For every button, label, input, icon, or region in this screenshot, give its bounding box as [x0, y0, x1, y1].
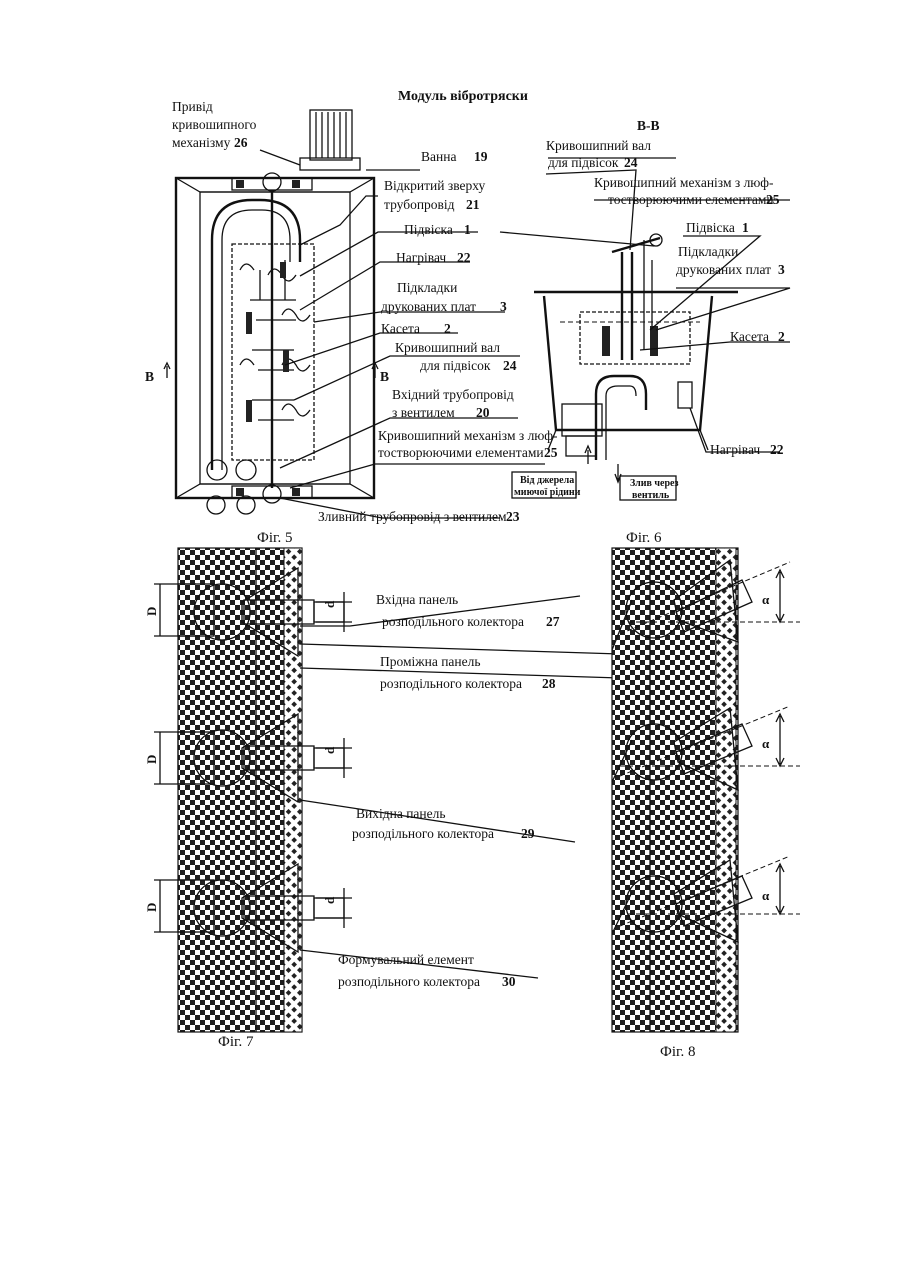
fig6-label-crankshaft-2: для підвісок: [548, 155, 619, 170]
fig7-dim-D-1: D: [144, 607, 159, 616]
motor-icon: [300, 110, 360, 170]
fig6-label-pads-1: Підкладки: [678, 244, 738, 259]
label-drain-num: 23: [506, 509, 520, 524]
section-mark-left: В: [145, 369, 154, 384]
fig7-label-input-1: Вхідна панель: [376, 592, 458, 607]
label-crank-mech-2: тостворюючими елементами: [378, 445, 544, 460]
label-drive-1: Привід: [172, 99, 213, 114]
label-pads-num: 3: [500, 299, 507, 314]
fig7-dim-D-3: D: [144, 903, 159, 912]
label-crank-mech-1: Кривошипний механізм з люф-: [378, 428, 558, 443]
fig7-caption: Фіг. 7: [218, 1034, 254, 1050]
fig6-label-cassette-num: 2: [778, 329, 785, 344]
label-crank-mech-num: 25: [544, 445, 558, 460]
fig6-label-drain-1: Злив через: [630, 478, 679, 489]
fig6-label-crankshaft-num: 24: [624, 155, 638, 170]
fig6-label-heater: Нагрівач: [710, 442, 760, 457]
fig6-label-crank-mech-1: Кривошипний механізм з люф-: [594, 175, 774, 190]
fig7-dim-D-2: D: [144, 755, 159, 764]
label-inlet-num: 20: [476, 405, 490, 420]
fig7-dim-d-1: d: [322, 600, 337, 608]
label-heater-num: 22: [457, 250, 471, 265]
label-pads-1: Підкладки: [397, 280, 457, 295]
fig6-label-crank-mech-num: 25: [766, 192, 780, 207]
fig7-label-inter-1: Проміжна панель: [380, 654, 481, 669]
bath-outer: [176, 178, 374, 498]
fig6-labels: В-В Кривошипний вал для підвісок 24 Крив…: [514, 118, 785, 546]
fig8-drawing: [612, 548, 800, 1032]
fig6-label-source-2: миючої рідини: [514, 487, 581, 498]
fig7-label-form-2: розподільного колектора: [338, 974, 480, 989]
fig8-caption: Фіг. 8: [660, 1044, 695, 1060]
label-open-pipe-1: Відкритий зверху: [384, 178, 485, 193]
fig7-label-input-num: 27: [546, 614, 560, 629]
fig7-label-input-2: розподільного колектора: [382, 614, 524, 629]
fig5-caption: Фіг. 5: [257, 530, 292, 546]
fig7-label-output-1: Вихідна панель: [356, 806, 446, 821]
label-crankshaft-1: Кривошипний вал: [395, 340, 500, 355]
label-drive-num: 26: [234, 135, 248, 150]
label-hanger-num: 1: [464, 222, 471, 237]
label-hanger: Підвіска: [404, 222, 453, 237]
label-open-pipe-num: 21: [466, 197, 480, 212]
fig7-label-output-num: 29: [521, 826, 535, 841]
label-pads-2: друкованих плат: [381, 299, 476, 314]
fig7-dim-d-2: d: [322, 746, 337, 754]
label-open-pipe-2: трубопровід: [384, 197, 455, 212]
fig6-section-title: В-В: [637, 118, 660, 133]
label-bath-num: 19: [474, 149, 488, 164]
fig6-label-pads-num: 3: [778, 262, 785, 277]
fig6-label-cassette: Касета: [730, 329, 769, 344]
fig7-label-form-1: Формувальний елемент: [338, 952, 474, 967]
fig6-label-hanger-num: 1: [742, 220, 749, 235]
section-mark-right: В: [380, 369, 389, 384]
fig7-dim-d-3: d: [322, 896, 337, 904]
label-cassette-num: 2: [444, 321, 451, 336]
label-inlet-2: з вентилем: [392, 405, 455, 420]
fig7-label-inter-2: розподільного колектора: [380, 676, 522, 691]
fig6-label-source-1: Від джерела: [520, 475, 574, 486]
fig6-label-crankshaft-1: Кривошипний вал: [546, 138, 651, 153]
fig6-label-heater-num: 22: [770, 442, 784, 457]
page-title: Модуль вібротряски: [398, 89, 528, 104]
label-heater: Нагрівач: [396, 250, 446, 265]
label-bath: Ванна: [421, 149, 456, 164]
fig7-label-form-num: 30: [502, 974, 516, 989]
fig7-label-output-2: розподільного колектора: [352, 826, 494, 841]
label-drain: Зливний трубопровід з вентилем: [318, 509, 507, 524]
fig8-dim-alpha-1: α: [762, 592, 770, 607]
label-drive-2: кривошипного: [172, 117, 257, 132]
label-drive-3: механізму: [172, 135, 231, 150]
fig6-caption: Фіг. 6: [626, 530, 662, 546]
fig8-dim-alpha-2: α: [762, 736, 770, 751]
fig5-labels: Привід кривошипного механізму 26 Ванна 1…: [145, 99, 558, 546]
label-crankshaft-2: для підвісок: [420, 358, 491, 373]
label-cassette: Касета: [381, 321, 420, 336]
label-inlet-1: Вхідний трубопровід: [392, 387, 514, 402]
fig7-label-inter-num: 28: [542, 676, 556, 691]
fig6-label-crank-mech-2: тостворюючими елементами: [608, 192, 774, 207]
fig6-label-hanger: Підвіска: [686, 220, 735, 235]
label-crankshaft-num: 24: [503, 358, 517, 373]
fig8-dim-alpha-3: α: [762, 888, 770, 903]
fig6-label-drain-2: вентиль: [632, 490, 670, 501]
fig6-label-pads-2: друкованих плат: [676, 262, 771, 277]
